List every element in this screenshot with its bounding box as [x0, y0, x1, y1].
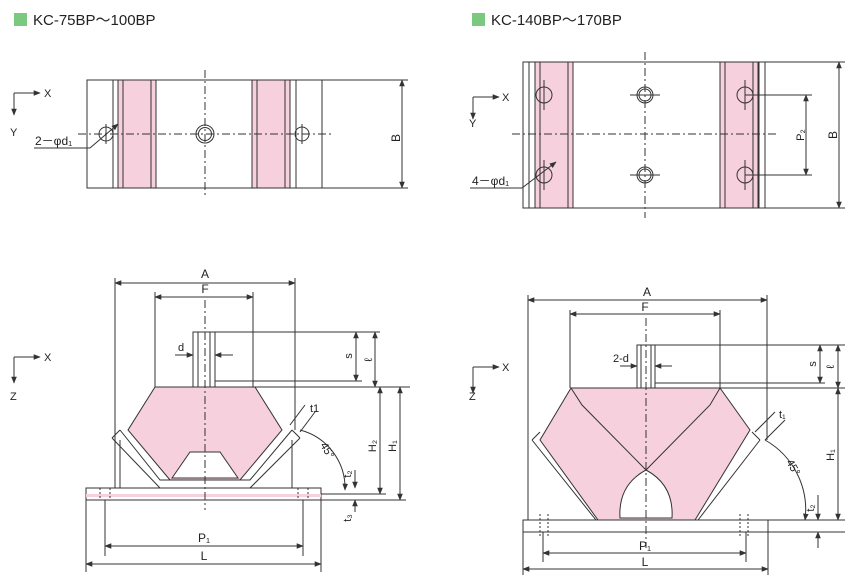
rb-dim-f: F	[641, 300, 648, 314]
rb-dim-a: A	[643, 285, 651, 299]
rb-dim-s: s	[807, 361, 819, 367]
green-square-icon	[14, 13, 27, 26]
lb-dim-l-total: L	[201, 549, 208, 563]
right-bottom-view	[470, 295, 845, 575]
green-square-icon	[472, 13, 485, 26]
rb-dim-l-total: L	[642, 555, 649, 569]
rt-dim-p2: P₂	[795, 129, 807, 141]
lb-dim-h2: H₂	[367, 440, 379, 452]
lb-dim-s: s	[343, 353, 355, 359]
rubber-pad-right	[719, 61, 759, 209]
lb-dim-a: A	[201, 267, 209, 281]
rb-dim-2d: 2-d	[613, 353, 629, 365]
lb-axis-z: Z	[10, 391, 17, 403]
lb-dim-t1: t1	[310, 403, 319, 415]
rb-dim-h1: H₁	[825, 449, 837, 461]
left-bottom-view	[11, 278, 410, 572]
rb-axis-z: Z	[469, 391, 476, 403]
right-title: KC-140BP～170BP	[472, 9, 622, 30]
rb-axis-x: X	[502, 362, 510, 374]
left-top-view	[11, 70, 408, 198]
lb-axis-x: X	[44, 352, 52, 364]
left-title: KC-75BP～100BP	[14, 9, 156, 30]
rb-dim-t1: t₁	[779, 409, 786, 421]
lb-dim-p1: P₁	[198, 531, 210, 545]
lb-dim-f: F	[201, 282, 208, 296]
rb-dim-l: ℓ	[825, 365, 837, 369]
right-title-text: KC-140BP～170BP	[491, 12, 622, 29]
rb-dim-p1: P₁	[639, 539, 651, 553]
lb-dim-h1: H₁	[387, 440, 399, 452]
lb-dim-t3: t₃	[342, 514, 354, 522]
lt-axis-y: Y	[10, 127, 18, 139]
rt-axis-x: X	[502, 92, 510, 104]
lb-dim-d: d	[178, 342, 184, 354]
lt-hole-label: 2－φd₁	[35, 134, 72, 148]
right-top-view	[470, 52, 845, 218]
lb-dim-t2: t₂	[342, 470, 354, 477]
lb-dim-l: ℓ	[363, 358, 375, 362]
stud-bolt	[192, 331, 216, 388]
rb-dim-45: 45°	[783, 458, 802, 478]
lb-dim-45: 45°	[317, 441, 336, 461]
lt-axis-x: X	[44, 88, 52, 100]
rb-dim-t2: t₂	[805, 504, 817, 511]
rt-hole-label: 4－φd₁	[472, 174, 509, 188]
left-title-text: KC-75BP～100BP	[33, 12, 156, 29]
rt-dim-b: B	[826, 131, 840, 139]
rt-axis-y: Y	[469, 118, 477, 130]
lt-dim-b: B	[389, 134, 403, 142]
rubber-pad-left	[534, 61, 574, 209]
